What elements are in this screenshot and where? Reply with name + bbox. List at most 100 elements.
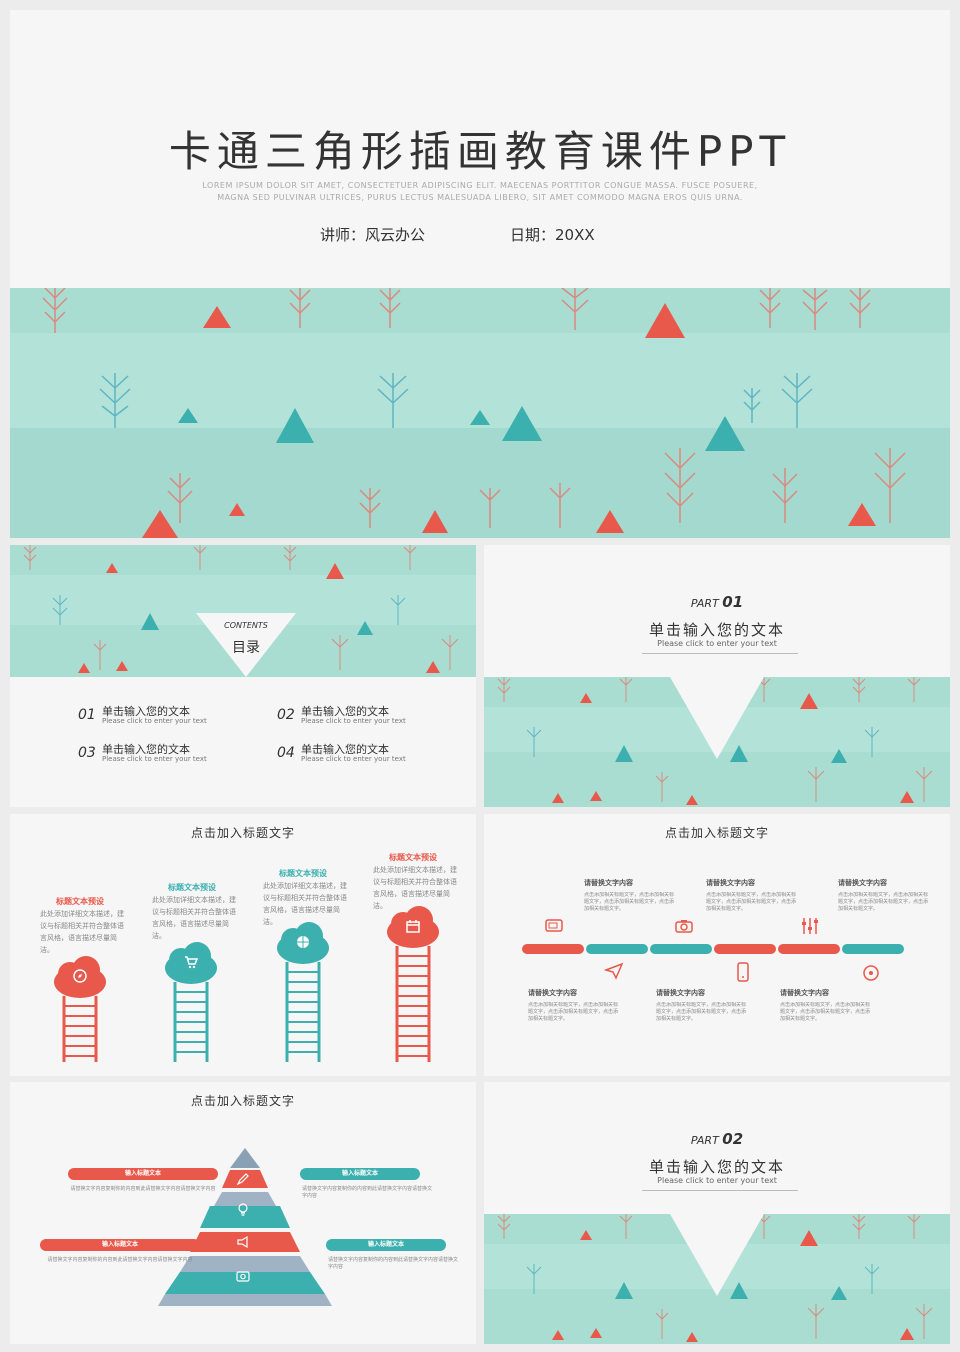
- contents-item-title: 单击输入您的文本: [301, 705, 389, 718]
- timeline-item-title: 请替换文字内容: [528, 989, 577, 997]
- timeline-item-title: 请替换文字内容: [706, 879, 755, 887]
- part2-title: 单击输入您的文本: [648, 1158, 785, 1176]
- timeline-item-title: 请替换文字内容: [584, 879, 633, 887]
- cart-icon: [185, 956, 198, 969]
- part2-slide: PART 02 单击输入您的文本 Please click to enter y…: [484, 1082, 950, 1344]
- part2-subtitle: Please click to enter your text: [657, 1176, 777, 1185]
- pyramid-heading: 点击加入标题文字: [190, 1094, 295, 1108]
- timeline-heading: 点击加入标题文字: [664, 826, 769, 840]
- ladders-heading: 点击加入标题文字: [190, 826, 295, 840]
- contents-item-subtitle: Please click to enter your text: [102, 717, 207, 725]
- ladder-text: 此处添加详细文本描述，建议与标题相关并符合整体语言风格，语言描述尽量简洁。: [373, 866, 457, 910]
- timeline-item-title: 请替换文字内容: [780, 989, 829, 997]
- compass-icon: [73, 969, 87, 983]
- ladder-text: 此处添加详细文本描述，建议与标题相关并符合整体语言风格，语言描述尽量简洁。: [263, 882, 347, 926]
- timeline-segment: [586, 944, 648, 954]
- paper-plane-icon: [604, 962, 624, 980]
- cover-date: 日期：20XX: [510, 226, 595, 244]
- contents-item-title: 单击输入您的文本: [102, 705, 190, 718]
- camera-icon: [236, 1271, 250, 1282]
- calendar-icon: [406, 920, 420, 933]
- part2-part-text: PART: [690, 1134, 719, 1147]
- part2-forest-illustration: [484, 1214, 950, 1344]
- cover-forest-illustration: [10, 288, 950, 538]
- disc-icon: [863, 965, 879, 981]
- contents-forest-illustration: [10, 545, 476, 677]
- ladder-text: 此处添加详细文本描述，建议与标题相关并符合整体语言风格，语言描述尽量简洁。: [152, 896, 236, 940]
- pyramid-label-pill: 输入标题文本: [300, 1168, 420, 1180]
- contents-item-title: 单击输入您的文本: [301, 743, 389, 756]
- pyramid-label-pill: 输入标题文本: [326, 1239, 446, 1251]
- pyramid-graphic: [158, 1148, 332, 1306]
- part2-number: 02: [722, 1130, 744, 1148]
- part1-subtitle: Please click to enter your text: [657, 639, 777, 648]
- timeline-segment: [522, 944, 584, 954]
- cover-lecturer: 讲师：风云办公: [320, 226, 426, 244]
- timeline-item-title: 请替换文字内容: [838, 879, 887, 887]
- ladder-caption: 标题文本预设: [389, 853, 437, 862]
- pencil-icon: [236, 1173, 249, 1186]
- ladder-caption: 标题文本预设: [56, 897, 104, 906]
- pyramid-label-text: 请替换文字内容复制你的内容到此请替换文字内容请替换文字内容: [328, 1257, 459, 1270]
- pyramid-label-text: 请替换文字内容复制你的内容到此请替换文字内容请替换文字内容: [302, 1186, 433, 1199]
- timeline-item-text: 点击添加相关标题文字，点击添加相关标题文字，点击添加相关标题文字，点击添加相关标…: [584, 892, 674, 912]
- part1-number: 01: [722, 593, 744, 611]
- timeline-item-text: 点击添加相关标题文字，点击添加相关标题文字，点击添加相关标题文字，点击添加相关标…: [528, 1002, 618, 1022]
- timeline-segment: [778, 944, 840, 954]
- pyramid-label-text: 请替换文字内容复制你的内容到此请替换文字内容请替换文字内容: [70, 1186, 216, 1192]
- pyramid-label-text: 请替换文字内容复制你的内容到此请替换文字内容请替换文字内容: [47, 1257, 193, 1263]
- ladder-graphic: [165, 942, 217, 1062]
- contents-item-subtitle: Please click to enter your text: [102, 755, 207, 763]
- contents-item-subtitle: Please click to enter your text: [301, 755, 406, 763]
- part1-title: 单击输入您的文本: [648, 621, 785, 639]
- timeline-item-text: 点击添加相关标题文字，点击添加相关标题文字，点击添加相关标题文字，点击添加相关标…: [780, 1002, 870, 1022]
- camera-icon: [675, 920, 693, 933]
- part1-forest-illustration: [484, 677, 950, 807]
- timeline-segment: [714, 944, 776, 954]
- tv-icon: [545, 919, 563, 932]
- contents-item[interactable]: 02 单击输入您的文本 Please click to enter your t…: [277, 703, 457, 727]
- timeline-item-text: 点击添加相关标题文字，点击添加相关标题文字，点击添加相关标题文字，点击添加相关标…: [838, 892, 928, 912]
- timeline-segment: [842, 944, 904, 954]
- contents-item[interactable]: 03 单击输入您的文本 Please click to enter your t…: [78, 741, 258, 765]
- timeline-item-text: 点击添加相关标题文字，点击添加相关标题文字，点击添加相关标题文字，点击添加相关标…: [706, 892, 796, 912]
- contents-item-title: 单击输入您的文本: [102, 743, 190, 756]
- megaphone-icon: [237, 1235, 248, 1249]
- pyramid-label-pill: 输入标题文本: [40, 1239, 200, 1251]
- sliders-icon: [802, 918, 818, 934]
- part1-slide: PART 01 单击输入您的文本 Please click to enter y…: [484, 545, 950, 807]
- contents-item[interactable]: 01 单击输入您的文本 Please click to enter your t…: [78, 703, 258, 727]
- cover-lorem-2: MAGNA SED PULVINAR ULTRICES, PURUS LECTU…: [217, 193, 743, 202]
- pyramid-slide: 点击加入标题文字 输入标题文本 请替换文字内容复制你的内容到此请替换文字内容请替…: [10, 1082, 476, 1344]
- ladder-text: 此处添加详细文本描述，建议与标题相关并符合整体语言风格，语言描述尽量简洁。: [40, 910, 124, 954]
- part2-divider: [642, 1190, 798, 1191]
- contents-item-subtitle: Please click to enter your text: [301, 717, 406, 725]
- basketball-icon: [297, 936, 309, 948]
- ladder-caption: 标题文本预设: [279, 869, 327, 878]
- contents-slide: CONTENTS 目录 01 单击输入您的文本 Please click to …: [10, 545, 476, 807]
- part1-divider: [642, 653, 798, 654]
- contents-item-number: 04: [277, 745, 295, 761]
- ladders-slide: 点击加入标题文字 标题文本预设 此处添加详细文本描述，建议与标题相关并符合整体语…: [10, 814, 476, 1076]
- cover-lorem-1: LOREM IPSUM DOLOR SIT AMET, CONSECTETUER…: [202, 181, 758, 190]
- contents-label-en: CONTENTS: [224, 621, 268, 630]
- timeline-segment: [650, 944, 712, 954]
- part2-label: PART 02: [484, 1130, 950, 1148]
- part1-part-text: PART: [690, 597, 719, 610]
- timeline-item-text: 点击添加相关标题文字，点击添加相关标题文字，点击添加相关标题文字，点击添加相关标…: [656, 1002, 746, 1022]
- pyramid-label-pill: 输入标题文本: [68, 1168, 218, 1180]
- part1-label: PART 01: [484, 593, 950, 611]
- timeline-item-title: 请替换文字内容: [656, 989, 705, 997]
- contents-label-cn: 目录: [232, 640, 260, 656]
- ladder-caption: 标题文本预设: [168, 883, 216, 892]
- cover-slide: 卡通三角形插画教育课件PPT LOREM IPSUM DOLOR SIT AME…: [10, 10, 950, 538]
- contents-item-number: 02: [277, 707, 295, 723]
- phone-icon: [737, 962, 749, 982]
- contents-item[interactable]: 04 单击输入您的文本 Please click to enter your t…: [277, 741, 457, 765]
- contents-item-number: 01: [78, 707, 96, 723]
- lightbulb-icon: [238, 1203, 248, 1216]
- contents-item-number: 03: [78, 745, 96, 761]
- ladder-graphic: [387, 906, 439, 1062]
- cover-title: 卡通三角形插画教育课件PPT: [168, 127, 792, 176]
- timeline-slide: 点击加入标题文字 请替换文字内容 点击添加相关标题文字，点击添加相关标题文字，点…: [484, 814, 950, 1076]
